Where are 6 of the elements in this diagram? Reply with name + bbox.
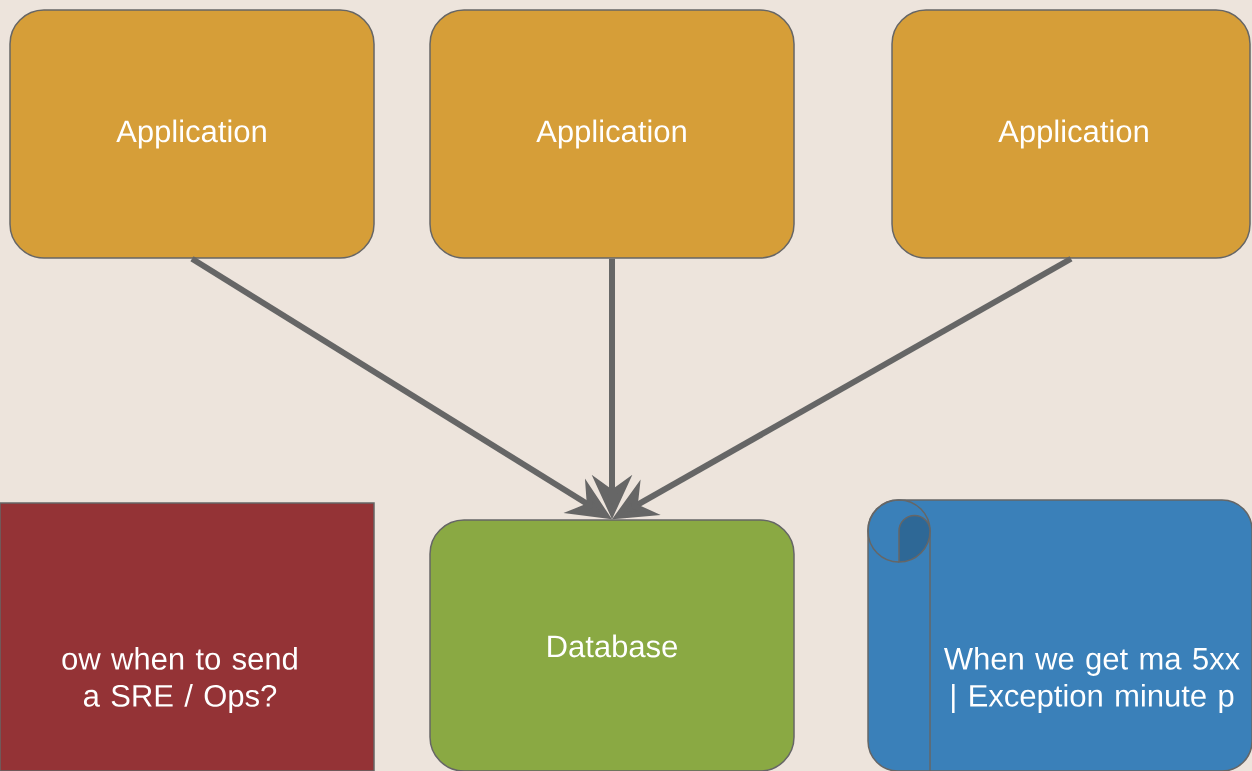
application-box: Application (429, 9, 795, 259)
application-box: Application (9, 9, 375, 259)
scroll-box: When we get ma 5xx | Exception minute p (867, 499, 1252, 771)
question-box: ow when to send a SRE / Ops? (0, 502, 375, 771)
database-box: Database (429, 519, 795, 771)
application-box: Application (891, 9, 1251, 259)
